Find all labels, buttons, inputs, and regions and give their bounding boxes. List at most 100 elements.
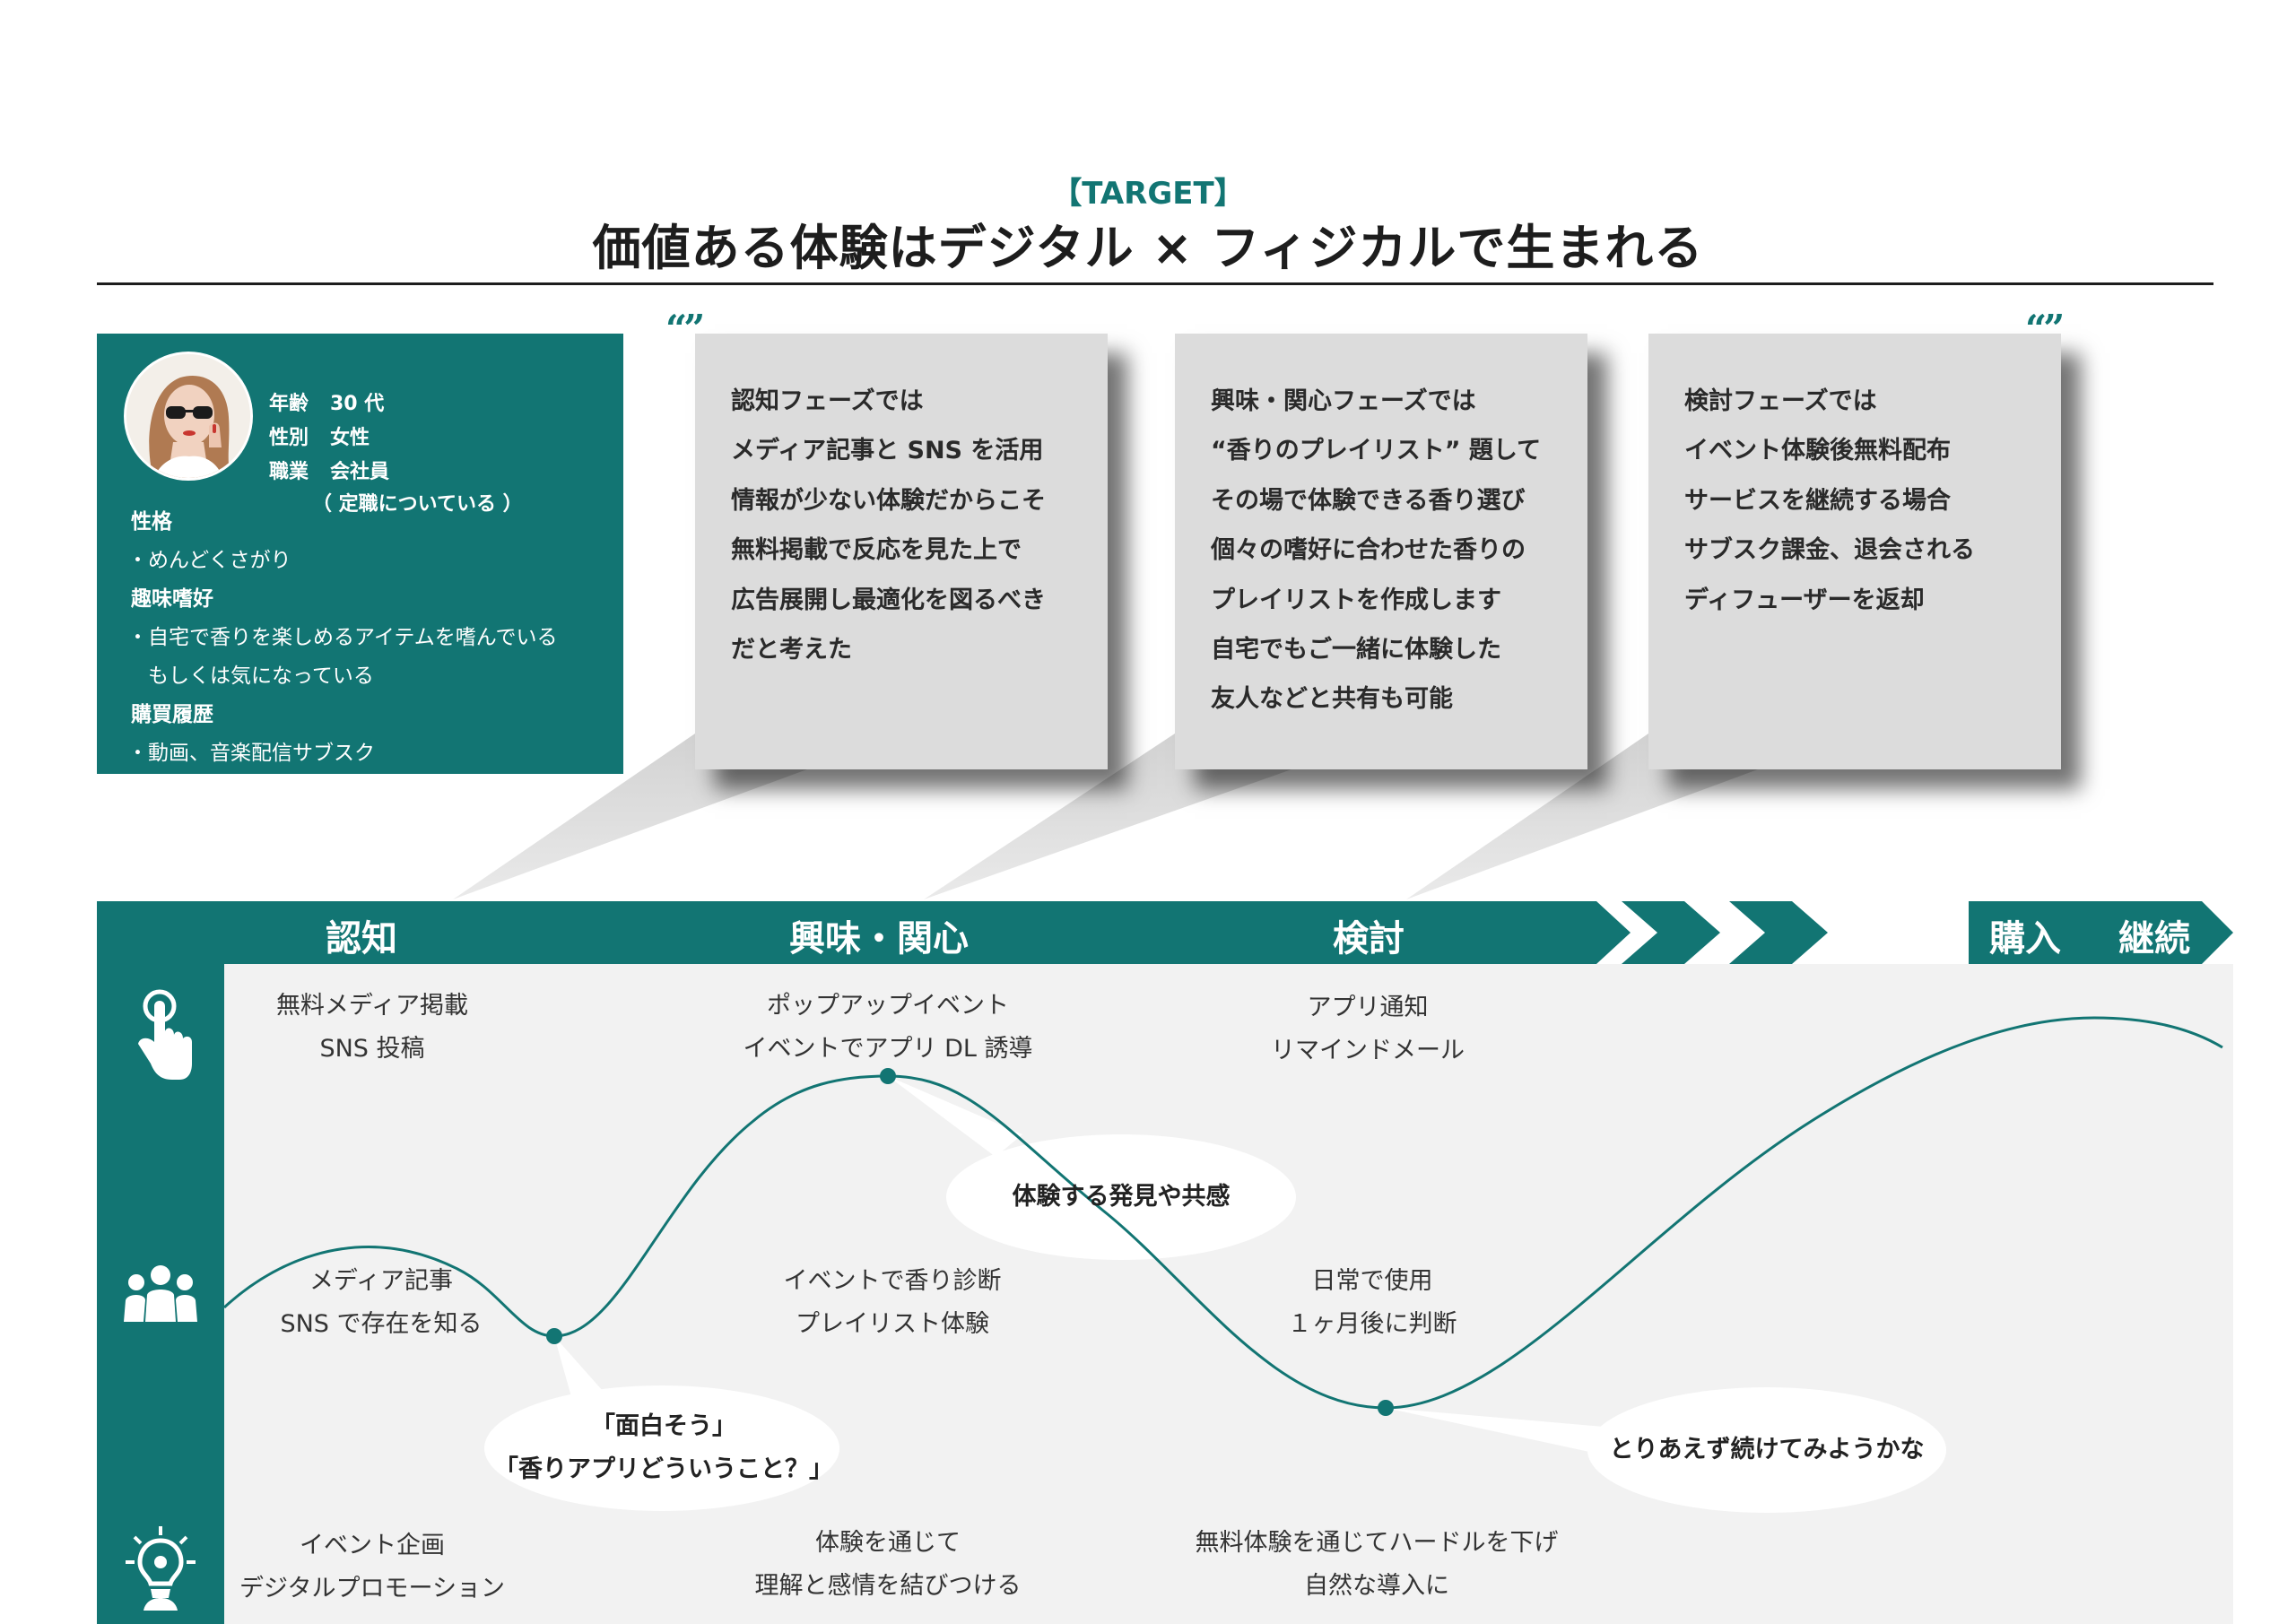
phase-chevron	[1622, 901, 1720, 964]
people-group-icon	[124, 1265, 197, 1322]
callout-line: 情報が少ない体験だからこそ	[731, 486, 1046, 515]
bubble-text-second: 体験する発見や共感	[946, 1176, 1296, 1219]
callout-line: “香りのプレイリスト” 題して	[1211, 437, 1542, 465]
callout-line: サービスを継続する場合	[1684, 486, 1951, 515]
journey-line: リマインドメール	[1271, 1037, 1465, 1064]
bubble-line: 体験する発見や共感	[1012, 1183, 1231, 1211]
bubble-pointer	[888, 1076, 1022, 1157]
phase-continuation: 継続	[2118, 918, 2190, 960]
phase-awareness: 認知	[326, 918, 397, 960]
job-note: （ 定職についている ）	[312, 493, 523, 516]
bubble-text-third: とりあえず続けてみようかな	[1587, 1429, 1946, 1472]
callout-line: 広告展開し最適化を図るべき	[731, 586, 1046, 614]
bubble-pointer	[1386, 1408, 1614, 1457]
journey-line: 無料体験を通じてハードルを下げ	[1195, 1529, 1559, 1557]
lightbulb-idea-icon	[126, 1526, 196, 1611]
hobby-item: ・自宅で香りを楽しめるアイテムを嗜んでいる	[127, 626, 558, 649]
hobby-item: もしくは気になっている	[127, 664, 374, 688]
callout-line: 無料掲載で反応を見た上で	[731, 536, 1022, 565]
callout-line: プレイリストを作成します	[1211, 586, 1501, 614]
gender-value: 女性	[330, 427, 370, 449]
gender-key: 性別	[269, 427, 309, 449]
age-key: 年齢	[269, 393, 309, 415]
journey-line: イベントで香り診断	[783, 1267, 1002, 1295]
thought-bubble	[946, 1134, 1296, 1260]
touchpoint-consideration: アプリ通知 リマインドメール	[1202, 986, 1534, 1073]
callout-line: 検討フェーズでは	[1684, 387, 1877, 415]
target-label: 【TARGET】	[1051, 176, 1245, 212]
callout-line: 認知フェーズでは	[731, 387, 924, 415]
callout-consideration: 検討フェーズでは イベント体験後無料配布 サービスを継続する場合 サブスク課金、…	[1648, 334, 2061, 769]
journey-line: イベント企画	[300, 1532, 445, 1559]
callout-line: 自宅でもご一緒に体験した	[1211, 636, 1501, 664]
idea-consideration: 無料体験を通じてハードルを下げ 自然な導入に	[1157, 1522, 1596, 1608]
callout-text: 認知フェーズでは メディア記事と SNS を活用 情報が少ない体験だからこそ 無…	[731, 377, 1046, 674]
personality-heading: 性格	[131, 510, 172, 534]
journey-panel	[224, 964, 2233, 1624]
journey-line: 体験を通じて	[815, 1529, 961, 1557]
phase-consideration: 検討	[1333, 918, 1405, 960]
callout-pointer	[453, 734, 807, 899]
journey-line: プレイリスト体験	[796, 1310, 989, 1338]
callout-line: だと考えた	[731, 636, 852, 664]
callout-line: その場で体験できる香り選び	[1211, 486, 1526, 515]
bubble-pointer	[554, 1336, 610, 1406]
persona-card: 年齢 30 代 性別 女性 職業 会社員 （ 定職についている ） 性格 ・めん…	[97, 334, 623, 774]
curve-point	[1378, 1400, 1394, 1416]
callout-line: 興味・関心フェーズでは	[1211, 387, 1476, 415]
callout-line: 個々の嗜好に合わせた香りの	[1211, 536, 1526, 565]
bubble-line: とりあえず続けてみようかな	[1609, 1436, 1925, 1463]
journey-line: ポップアップイベント	[767, 992, 1009, 1020]
avatar	[124, 352, 253, 481]
journey-line: 日常で使用	[1311, 1267, 1433, 1295]
callout-line: ディフューザーを返却	[1684, 586, 1925, 614]
curve-point	[546, 1328, 562, 1344]
touchpoint-awareness: 無料メディア掲載 SNS 投稿	[211, 985, 534, 1071]
callout-pointer	[924, 734, 1292, 899]
journey-line: 自然な導入に	[1304, 1572, 1449, 1600]
callout-line: サブスク課金、退会される	[1684, 536, 1975, 565]
journey-line: アプリ通知	[1307, 994, 1429, 1021]
emotion-curve	[222, 1016, 2223, 1410]
bubble-text-first: 「面白そう」 「香りアプリどういうこと？」	[484, 1405, 843, 1491]
title-divider	[97, 282, 2213, 285]
idea-awareness: イベント企画 デジタルプロモーション	[206, 1524, 538, 1611]
purchase-heading: 購買履歴	[131, 703, 213, 726]
callout-text: 興味・関心フェーズでは “香りのプレイリスト” 題して その場で体験できる香り選…	[1211, 377, 1541, 725]
idea-interest: 体験を通じて 理解と感情を結びつける	[718, 1522, 1058, 1608]
phase-interest: 興味・関心	[789, 918, 969, 960]
job-key: 職業	[269, 461, 309, 483]
action-consideration: 日常で使用 １ヶ月後に判断	[1206, 1260, 1538, 1346]
curve-point	[880, 1068, 896, 1084]
journey-line: 理解と感情を結びつける	[754, 1572, 1022, 1600]
journey-line: 無料メディア掲載	[275, 992, 469, 1020]
hobby-heading: 趣味嗜好	[131, 587, 213, 611]
journey-line: SNS 投稿	[319, 1035, 425, 1063]
bubble-line: 「面白そう」	[591, 1412, 736, 1440]
phase-arrow-final	[1969, 901, 2233, 964]
phase-arrow-main	[97, 901, 1631, 964]
personality-item: ・めんどくさがり	[127, 549, 291, 572]
thought-bubble	[1587, 1387, 1946, 1513]
phase-purchase: 購入	[1989, 918, 2061, 960]
callout-text: 検討フェーズでは イベント体験後無料配布 サービスを継続する場合 サブスク課金、…	[1684, 377, 1975, 625]
journey-line: イベントでアプリ DL 誘導	[743, 1035, 1033, 1063]
journey-line: １ヶ月後に判断	[1287, 1310, 1457, 1338]
journey-line: デジタルプロモーション	[239, 1575, 505, 1602]
callout-awareness: 認知フェーズでは メディア記事と SNS を活用 情報が少ない体験だからこそ 無…	[695, 334, 1108, 769]
callout-line: 友人などと共有も可能	[1211, 685, 1453, 714]
bubble-line: 「香りアプリどういうこと？」	[494, 1455, 833, 1483]
hand-tap-icon	[138, 989, 192, 1080]
job-value: 会社員	[330, 461, 390, 483]
age-value: 30 代	[330, 393, 385, 415]
purchase-item: ・動画、音楽配信サブスク	[127, 742, 375, 765]
callout-pointer	[1406, 734, 1758, 899]
journey-line: SNS で存在を知る	[280, 1310, 483, 1338]
callout-line: イベント体験後無料配布	[1684, 437, 1951, 465]
phase-chevron	[1729, 901, 1828, 964]
persona-photo	[126, 354, 250, 478]
callout-line: メディア記事と SNS を活用	[731, 437, 1044, 465]
